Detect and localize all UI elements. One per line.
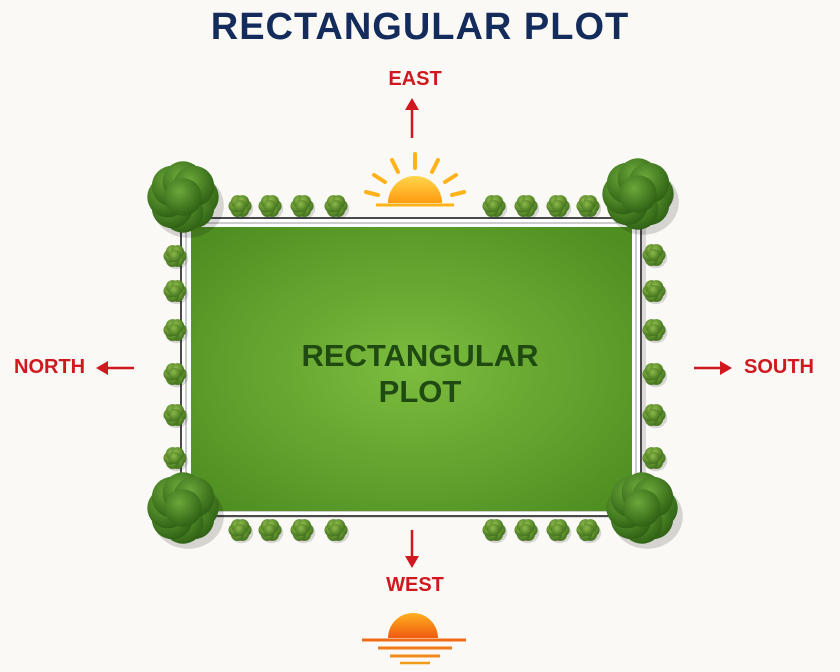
sunrise-icon <box>364 152 466 207</box>
shrub-icon <box>163 245 189 270</box>
sunset-icon <box>362 613 466 665</box>
shrub-icon <box>546 519 572 544</box>
shrub-icon <box>163 404 189 429</box>
plot-label: RECTANGULAR PLOT <box>190 338 650 410</box>
shrub-icon <box>642 447 668 472</box>
shrub-icon <box>642 244 668 269</box>
shrub-icon <box>482 195 508 220</box>
shrub-icon <box>228 519 254 544</box>
shrub-icon <box>514 519 540 544</box>
shrub-icon <box>163 447 189 472</box>
shrub-icon <box>163 319 189 344</box>
direction-label-west: WEST <box>386 574 444 596</box>
shrub-icon <box>546 195 572 220</box>
shrub-icon <box>290 519 316 544</box>
arrow-left-icon <box>96 361 134 375</box>
shrub-icon <box>642 280 668 305</box>
tree-icon <box>147 161 224 238</box>
shrub-icon <box>258 195 284 220</box>
shrub-icon <box>324 519 350 544</box>
shrub-icon <box>642 404 668 429</box>
shrub-icon <box>258 519 284 544</box>
arrow-down-icon <box>405 530 419 568</box>
shrub-icon <box>642 363 668 388</box>
shrub-icon <box>482 519 508 544</box>
plot-label-line1: RECTANGULAR <box>301 338 539 373</box>
shrub-icon <box>163 363 189 388</box>
direction-label-south: SOUTH <box>744 356 814 378</box>
shrub-icon <box>228 195 254 220</box>
shrub-icon <box>642 319 668 344</box>
grass-field-full <box>191 227 632 511</box>
shrub-icon <box>290 195 316 220</box>
shrub-icon <box>576 195 602 220</box>
direction-label-east: EAST <box>388 68 442 90</box>
shrub-icon <box>576 519 602 544</box>
tree-icon <box>147 472 224 549</box>
shrub-icon <box>324 195 350 220</box>
page-title: RECTANGULAR PLOT <box>210 6 630 48</box>
plot-label-line2: PLOT <box>378 374 462 409</box>
shrub-icon <box>163 280 189 305</box>
shrub-icon <box>514 195 540 220</box>
tree-icon <box>606 472 683 549</box>
direction-label-north: NORTH <box>14 356 86 378</box>
arrow-up-icon <box>405 98 419 138</box>
arrow-right-icon <box>694 361 732 375</box>
tree-icon <box>602 158 679 235</box>
